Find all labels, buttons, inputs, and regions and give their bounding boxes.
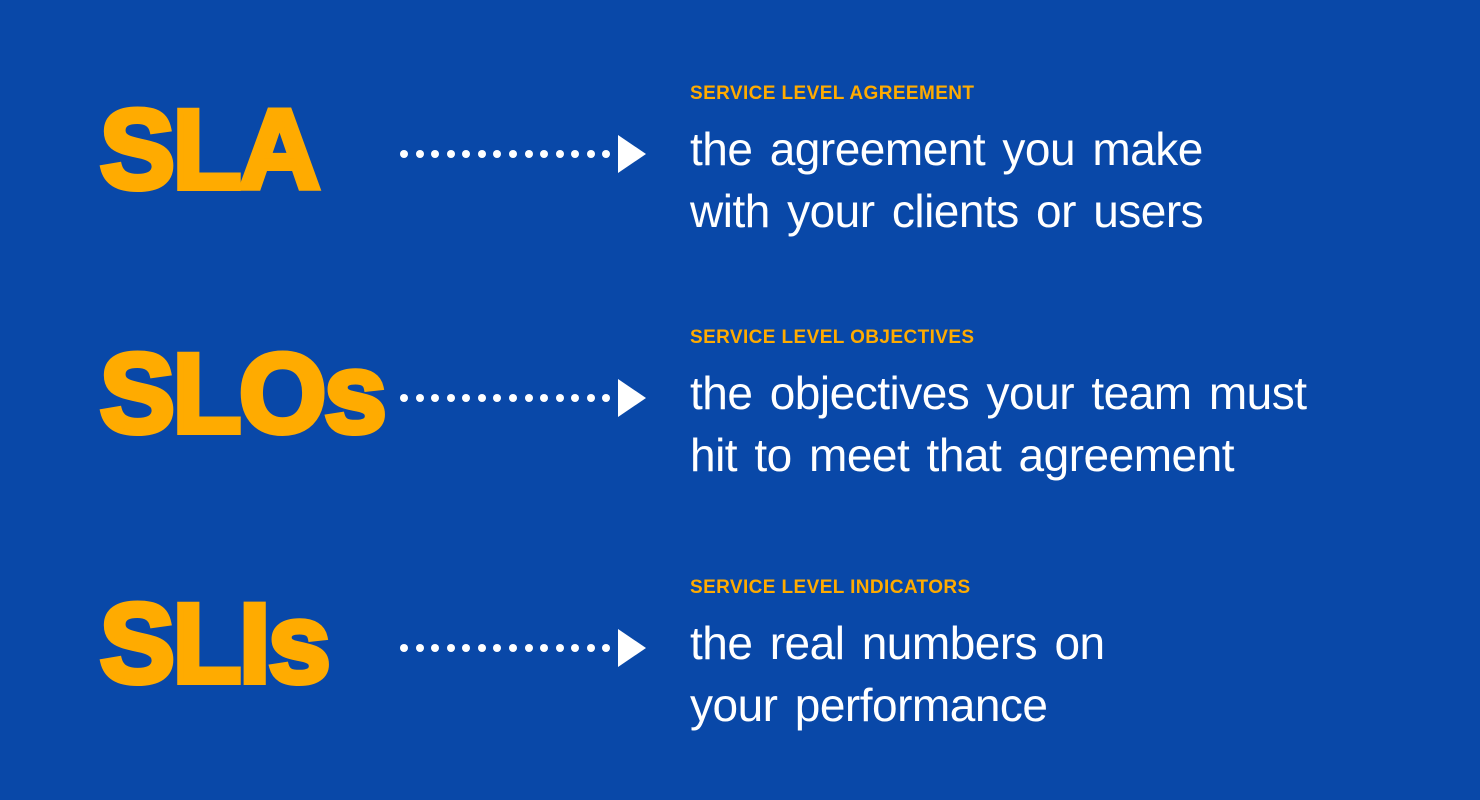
arrow-dot — [415, 644, 424, 652]
arrow-head-icon — [617, 629, 646, 667]
row-slos: SLOs SERVICE LEVEL OBJECTIVES the object… — [0, 328, 1480, 572]
arrow-dot — [571, 644, 580, 652]
label-slis: SERVICE LEVEL INDICATORS — [690, 577, 971, 598]
arrow-dot — [446, 644, 455, 652]
arrow-dot — [524, 394, 533, 402]
arrow-dot — [477, 150, 486, 158]
term-sla: SLA — [97, 87, 323, 212]
arrow-dot — [493, 644, 502, 652]
arrow-dot — [555, 644, 564, 652]
arrow-dot — [508, 150, 517, 158]
arrow-dot — [586, 644, 595, 652]
arrow-dot — [540, 644, 549, 652]
desc-slis: SERVICE LEVEL INDICATORS the real number… — [690, 578, 1105, 736]
arrow-dot — [431, 150, 440, 158]
arrow-dot — [477, 644, 486, 652]
label-slos: SERVICE LEVEL OBJECTIVES — [690, 327, 975, 348]
arrow-dot — [462, 150, 471, 158]
dotted-arrow-icon — [400, 629, 646, 667]
row-sla: SLA SERVICE LEVEL AGREEMENT the agreemen… — [0, 84, 1480, 328]
arrow-dot — [555, 394, 564, 402]
arrow-dot — [508, 644, 517, 652]
arrow-dot — [571, 150, 580, 158]
desc-slos-text: the objectives your team must hit to mee… — [690, 362, 1307, 486]
arrow-dot — [400, 150, 408, 158]
arrow-dot — [602, 150, 611, 158]
arrow-dot — [508, 394, 517, 402]
arrow-dot — [571, 394, 580, 402]
arrow-dot — [586, 394, 595, 402]
arrow-head-icon — [617, 135, 646, 173]
desc-sla-line2: with your clients or users — [690, 185, 1204, 237]
arrow-dot — [400, 394, 408, 402]
desc-sla: SERVICE LEVEL AGREEMENT the agreement yo… — [690, 83, 1204, 242]
row-slis: SLIs SERVICE LEVEL INDICATORS the real n… — [0, 578, 1480, 800]
arrow-head-icon — [617, 379, 646, 417]
desc-slos-line1: the objectives your team must — [690, 367, 1307, 419]
arrow-dot — [446, 150, 455, 158]
label-sla: SERVICE LEVEL AGREEMENT — [690, 83, 975, 104]
desc-sla-text: the agreement you make with your clients… — [690, 118, 1204, 242]
arrow-dot — [602, 394, 611, 402]
arrow-dot — [540, 394, 549, 402]
term-slos: SLOs — [97, 331, 390, 456]
arrow-dot — [524, 644, 533, 652]
arrow-dot — [462, 394, 471, 402]
arrow-dot — [462, 644, 471, 652]
arrow-dot — [602, 644, 611, 652]
arrow-dot — [540, 150, 549, 158]
desc-sla-line1: the agreement you make — [690, 123, 1203, 175]
arrow-dot — [477, 394, 486, 402]
dotted-arrow-icon — [400, 135, 646, 173]
desc-slos: SERVICE LEVEL OBJECTIVES the objectives … — [690, 328, 1307, 486]
arrow-dot — [400, 644, 408, 652]
desc-slos-line2: hit to meet that agreement — [690, 429, 1234, 481]
desc-slis-text: the real numbers on your performance — [690, 612, 1105, 736]
desc-slis-line2: your performance — [690, 679, 1048, 731]
arrow-dot — [415, 150, 424, 158]
arrow-dot — [446, 394, 455, 402]
arrow-dot — [415, 394, 424, 402]
arrow-dot — [586, 150, 595, 158]
arrow-dot — [493, 394, 502, 402]
arrow-dot — [555, 150, 564, 158]
arrow-dot — [431, 644, 440, 652]
arrow-dot — [431, 394, 440, 402]
desc-slis-line1: the real numbers on — [690, 617, 1105, 669]
dotted-arrow-icon — [400, 379, 646, 417]
arrow-dot — [524, 150, 533, 158]
arrow-dot — [493, 150, 502, 158]
term-slis: SLIs — [97, 581, 334, 706]
